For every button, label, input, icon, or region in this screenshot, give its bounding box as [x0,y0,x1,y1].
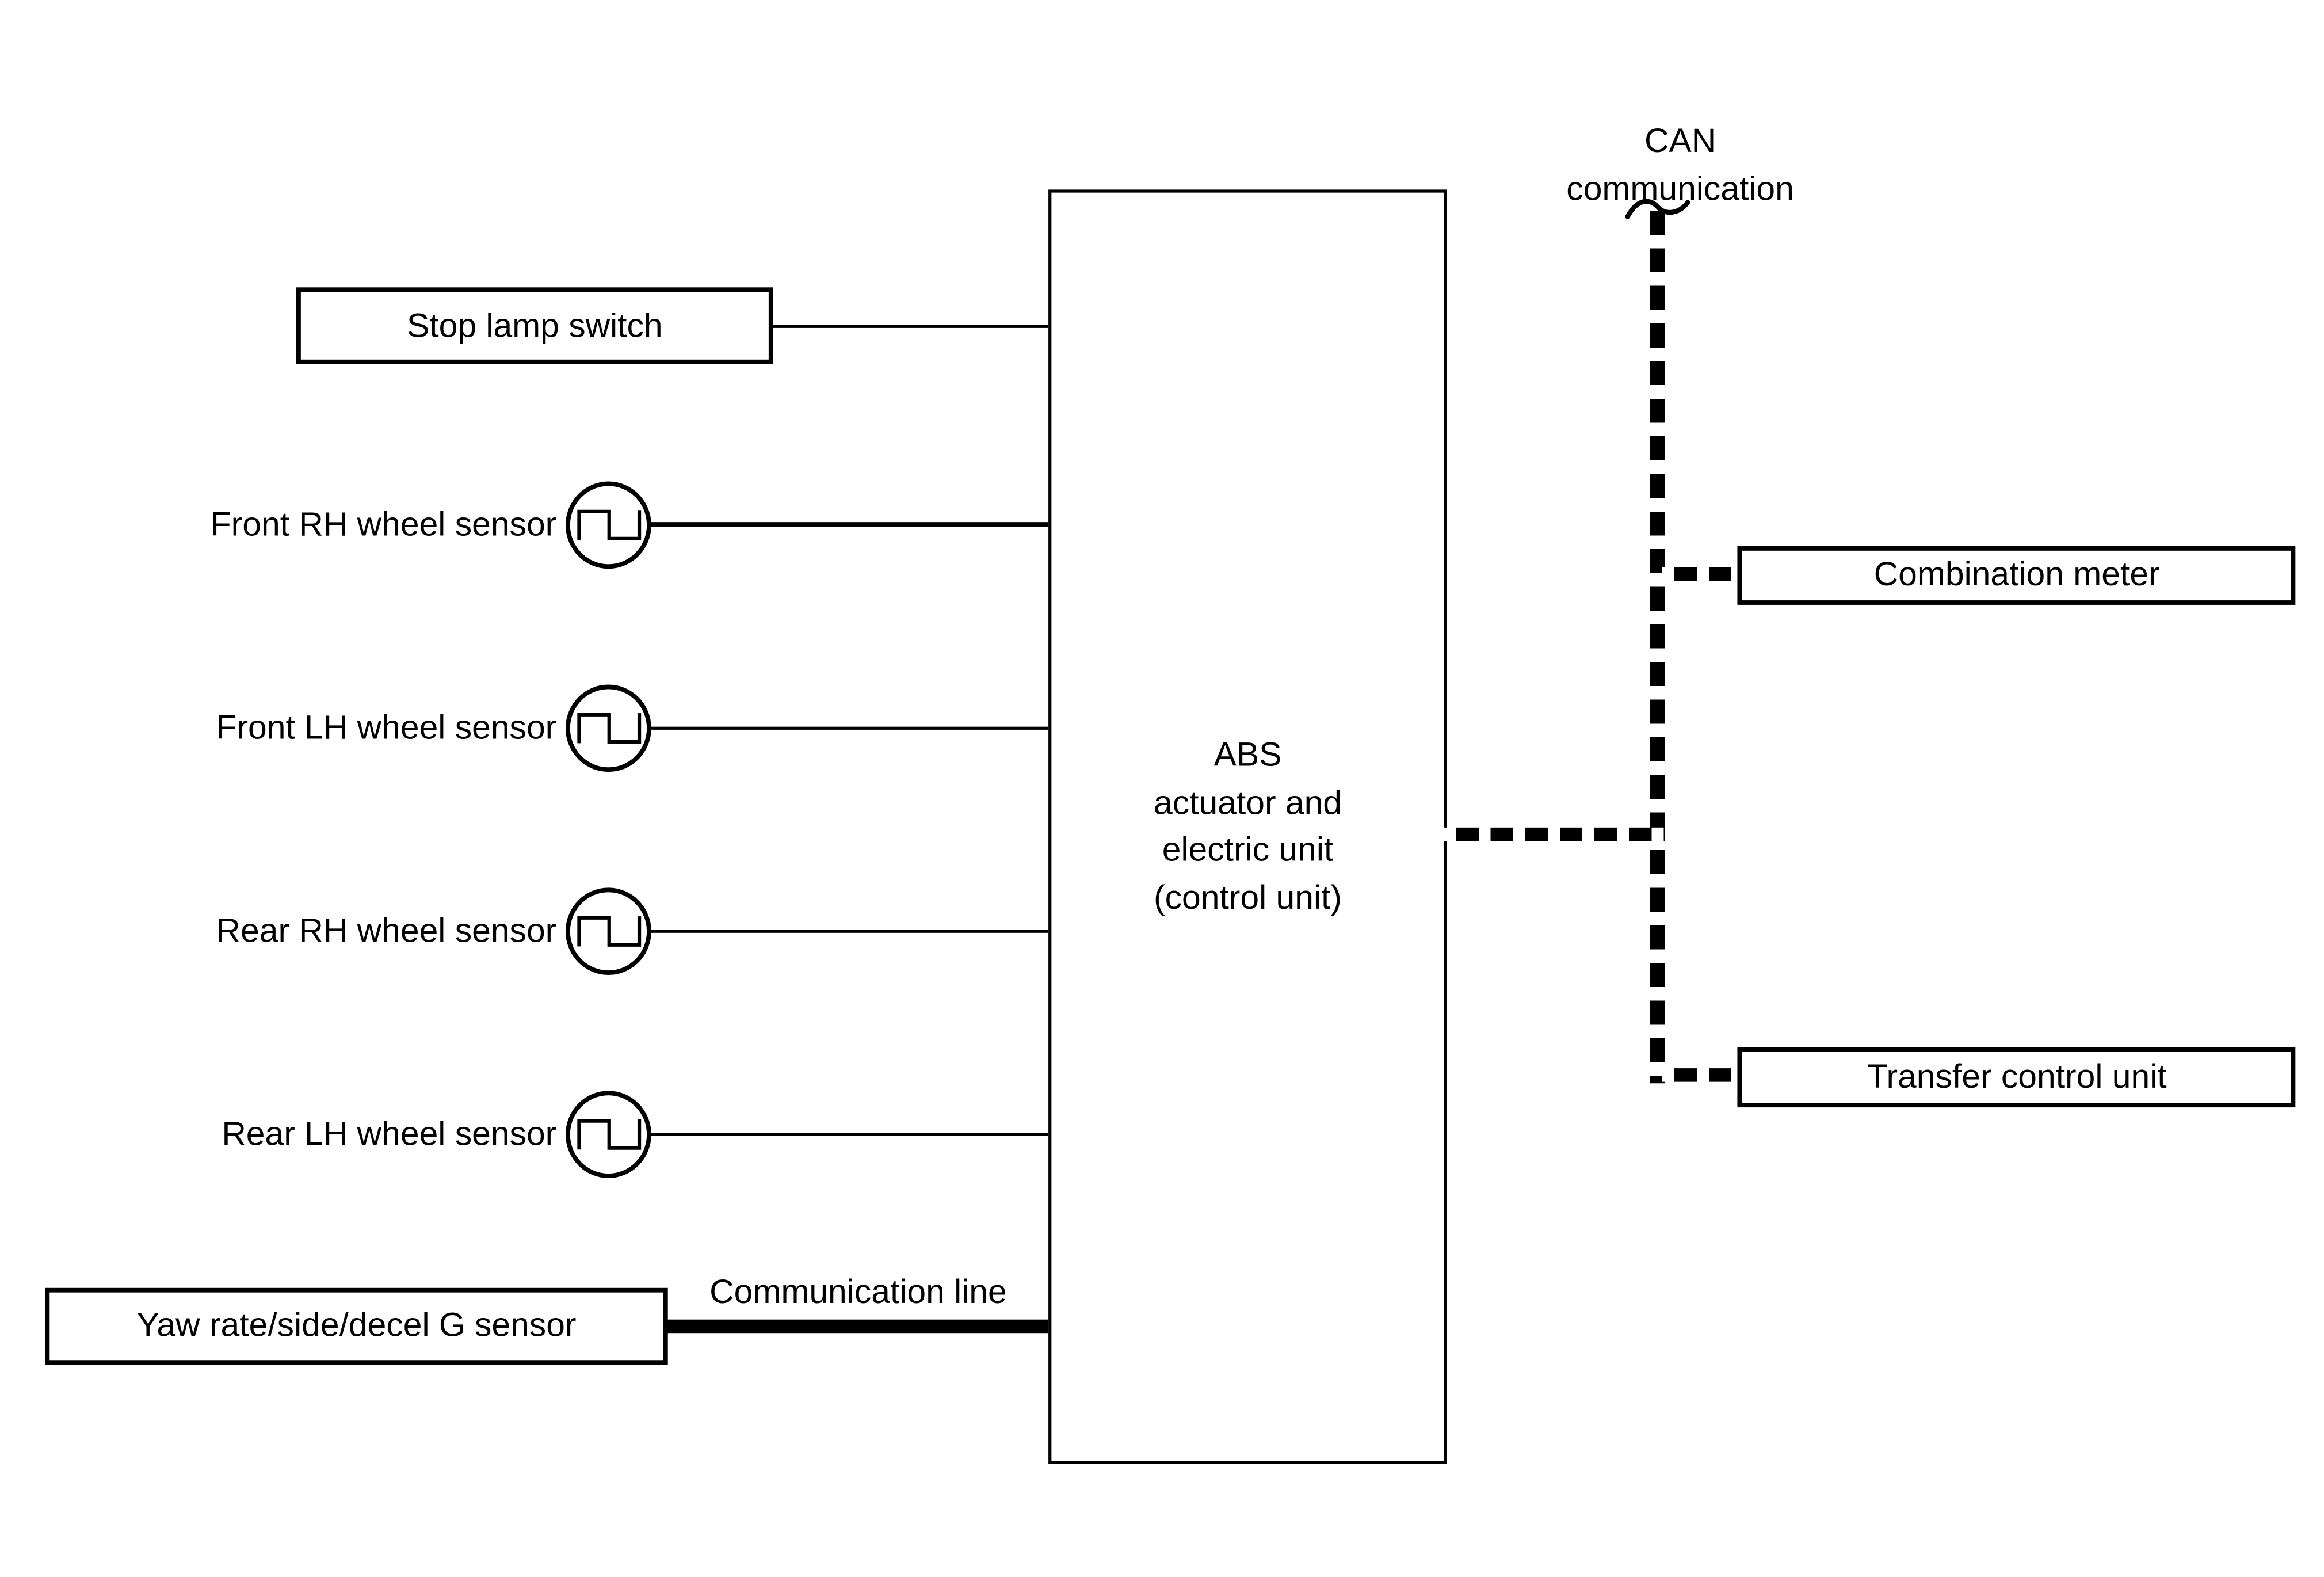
can-communication-label: CAN communication [1566,121,1794,208]
transfer-control-unit-box: Transfer control unit [1738,1046,2296,1107]
square-wave-icon [577,916,640,947]
yaw-rate-sensor-box: Yaw rate/side/decel G sensor [45,1287,668,1364]
abs-actuator-label: ABS actuator and electric unit (control … [1153,736,1342,916]
combination-meter-box: Combination meter [1738,546,2296,605]
wheel-sensor-label: Front RH wheel sensor [210,505,557,543]
abs-actuator-box: ABS actuator and electric unit (control … [1048,189,1447,1464]
communication-line-label: Communication line [709,1273,1007,1311]
pulse-sensor-icon [565,887,651,975]
stop-lamp-wire [772,325,1050,328]
wheel-sensor-wire [651,930,1050,933]
transfer-control-unit-label: Transfer control unit [1867,1057,2167,1095]
communication-line-wire [665,1319,1050,1334]
wheel-sensor-wire [651,523,1050,526]
square-wave-icon [577,509,640,540]
pulse-sensor-icon [565,1091,651,1178]
can-bus-start-tilde-icon [1625,199,1690,219]
can-bus-vertical-line [1650,210,1665,1083]
square-wave-icon [577,712,640,743]
pulse-sensor-icon [565,684,651,772]
wheel-sensor-wire [651,726,1050,730]
square-wave-icon [577,1119,640,1150]
yaw-rate-sensor-label: Yaw rate/side/decel G sensor [136,1306,577,1344]
combination-meter-label: Combination meter [1873,555,2160,594]
wheel-sensor-label: Front LH wheel sensor [216,708,557,746]
stop-lamp-switch-label: Stop lamp switch [407,306,663,344]
wheel-sensor-wire [651,1133,1050,1136]
wheel-sensor-label: Rear LH wheel sensor [222,1115,557,1153]
can-main-line [1444,828,1665,842]
can-branch-transfer-control [1662,1068,1741,1083]
pulse-sensor-icon [565,481,651,568]
stop-lamp-switch-box: Stop lamp switch [296,287,773,364]
can-branch-combination-meter [1662,567,1741,582]
wheel-sensor-label: Rear RH wheel sensor [216,911,557,950]
